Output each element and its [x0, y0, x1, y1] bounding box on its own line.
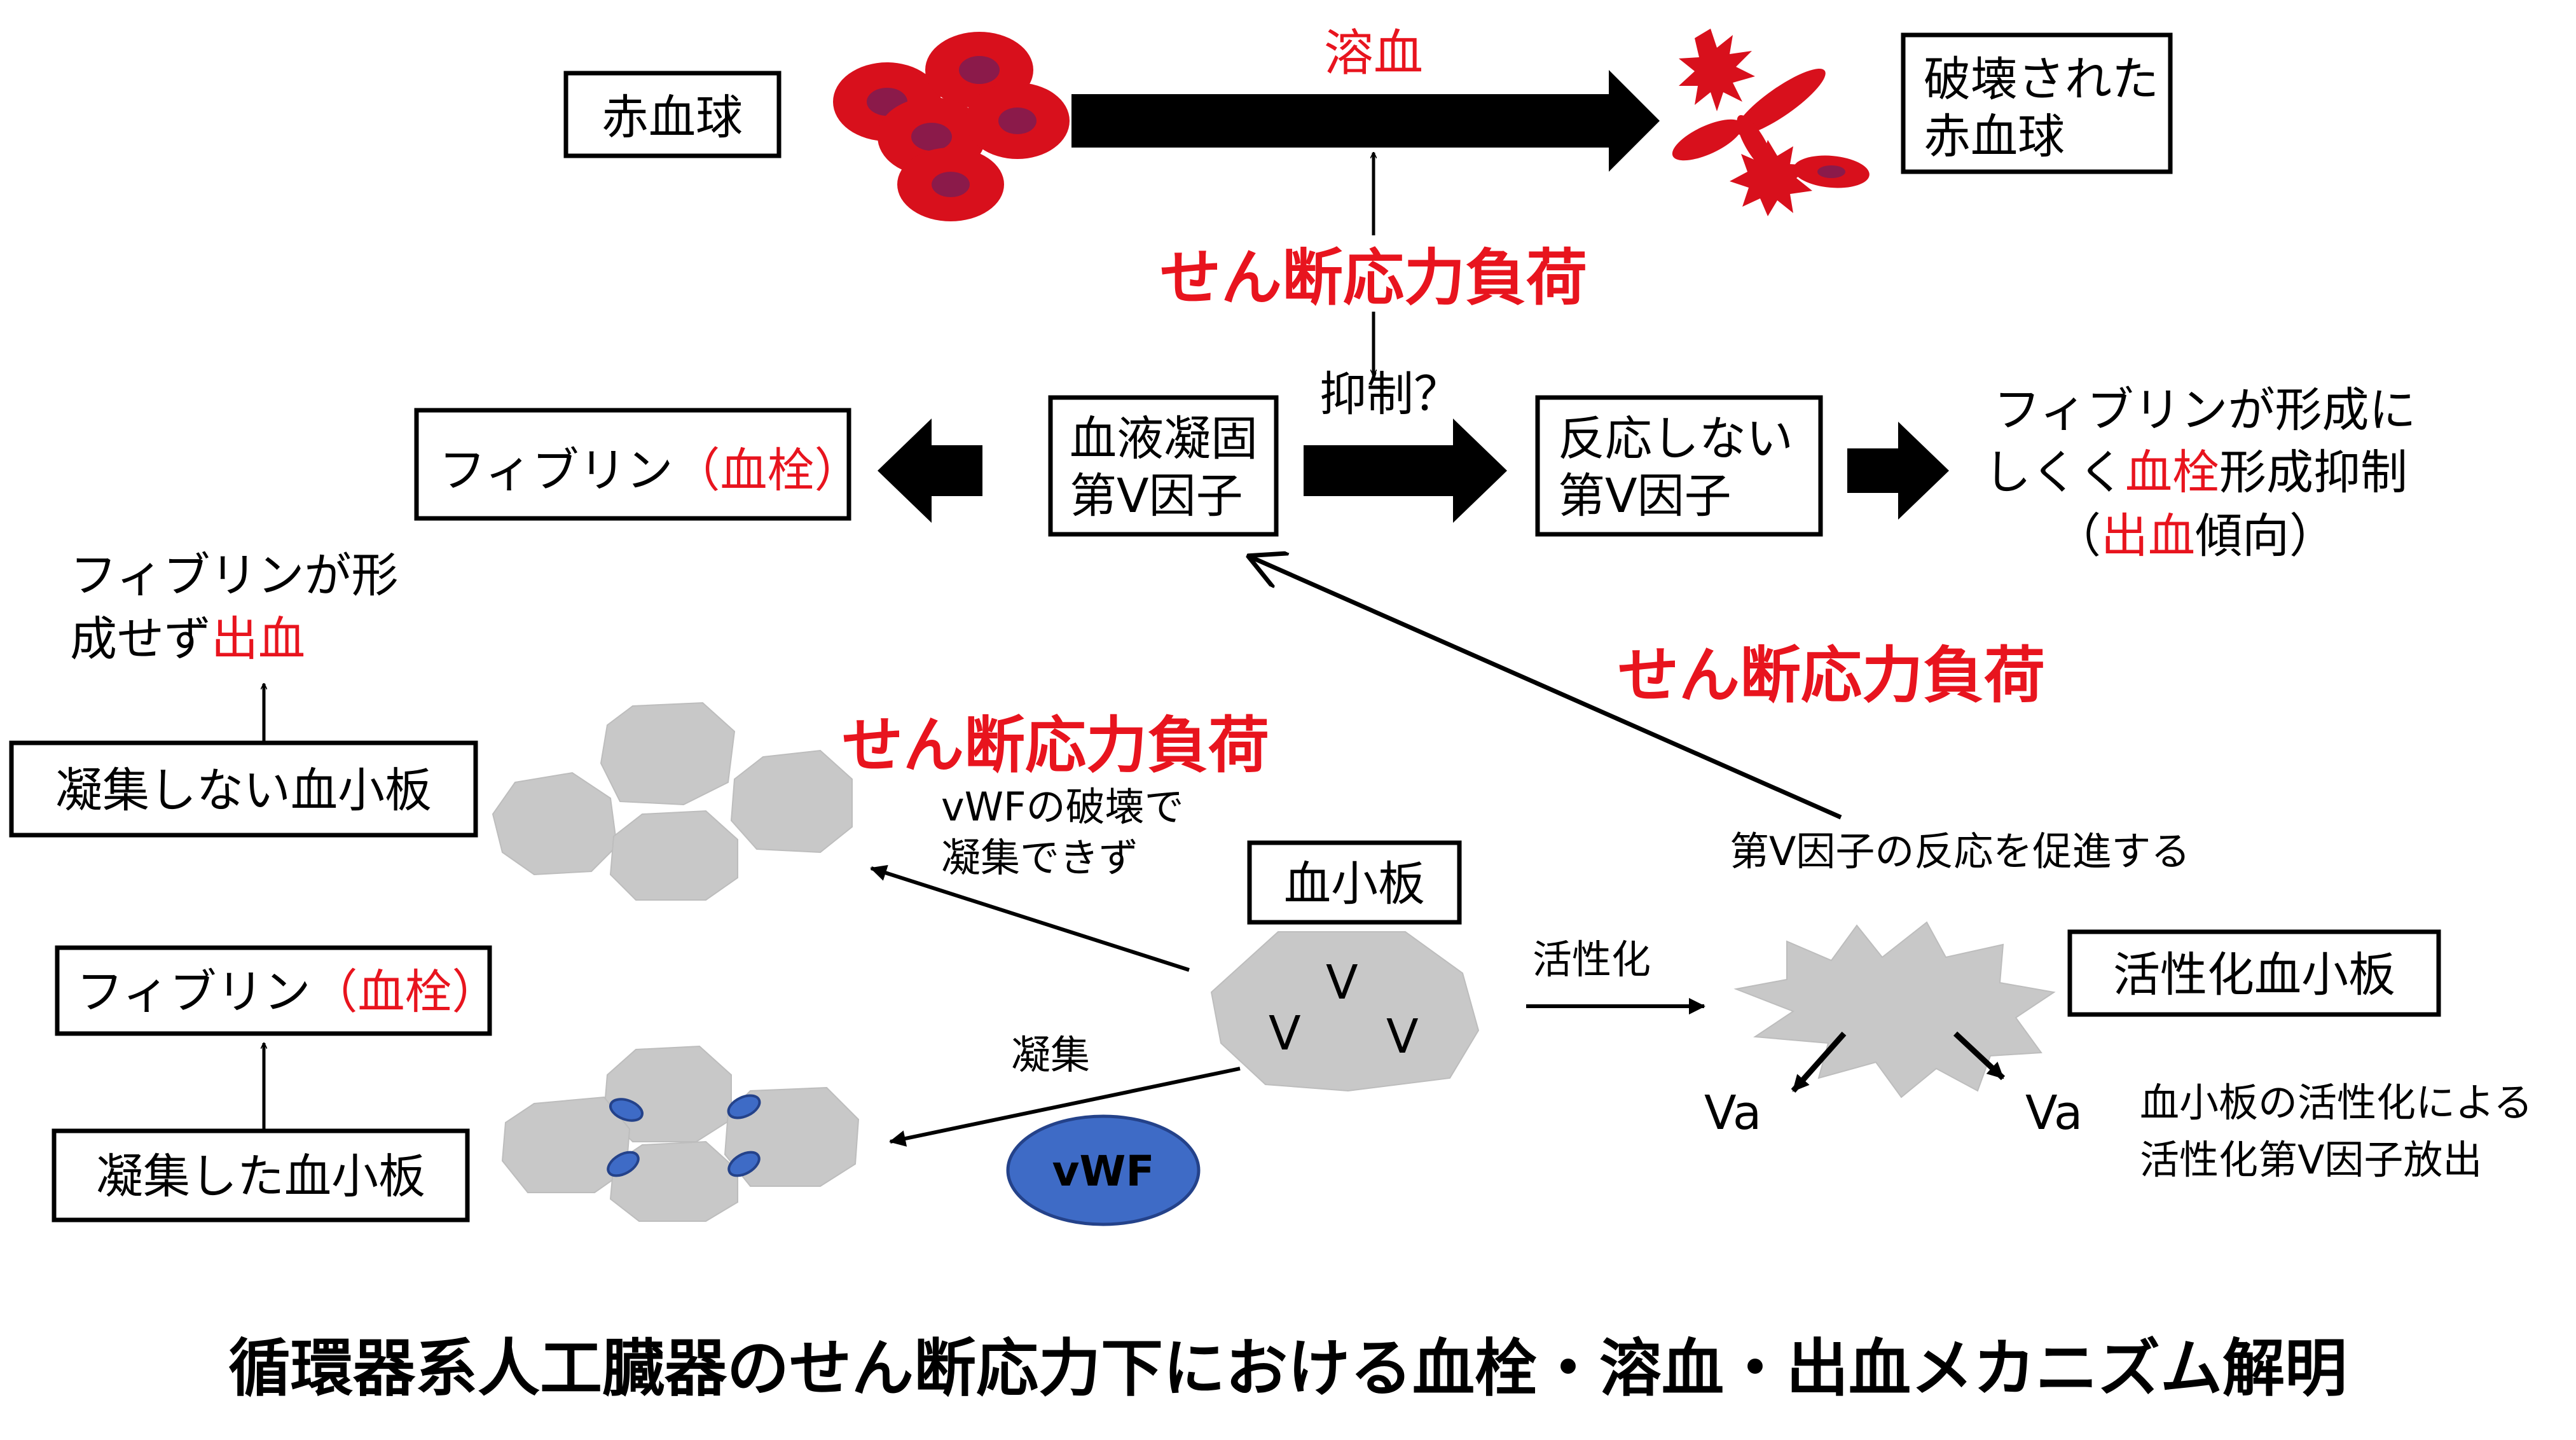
result-text: フィブリンが形成に しくく血栓形成抑制 （出血傾向）	[1984, 383, 2416, 564]
non-aggregated-label: 凝集しない血小板	[55, 763, 432, 818]
vwf-broken-line1: vWFの破壊で	[941, 784, 1184, 830]
activated-platelet-icon	[1733, 921, 2056, 1098]
result-line3: （出血傾向）	[2054, 509, 2336, 564]
nonreactive-to-result-arrow	[1847, 422, 1949, 520]
page-title: 循環器系人工臓器のせん断応力下における血栓・溶血・出血メカニズム解明	[228, 1333, 2347, 1405]
no-fibrin-line2-a: 成せず	[70, 612, 211, 667]
non-aggregated-platelets-icon	[492, 702, 853, 901]
va-left-arrow	[1791, 1032, 1847, 1093]
result-line3-bleeding: 出血	[2101, 509, 2195, 564]
rbc-box: 赤血球	[563, 71, 782, 158]
platelet-v-left: V	[1269, 1006, 1301, 1061]
factor-to-nonreactive-arrow	[1304, 419, 1507, 523]
hemolysis-label: 溶血	[1324, 25, 1423, 82]
inhibition-label: 抑制？	[1319, 367, 1461, 422]
aggregated-platelets-icon	[501, 1045, 860, 1222]
shear-stress-right-label: せん断応力負荷	[1618, 640, 2045, 711]
vwf-ellipse: vWF	[1006, 1114, 1201, 1226]
vwf-broken-line2: 凝集できず	[941, 834, 1138, 881]
activated-platelet-label: 活性化血小板	[2113, 948, 2395, 1002]
release-note-line2: 活性化第V因子放出	[2140, 1137, 2482, 1183]
platelet-v-right: V	[1386, 1009, 1419, 1064]
destroyed-rbc-line2: 赤血球	[1924, 109, 2065, 164]
destroyed-rbc-icon	[1672, 29, 1870, 216]
fibrin-box-top: フィブリン（血栓）	[414, 408, 862, 521]
release-note-line1: 血小板の活性化による	[2140, 1079, 2533, 1126]
va-right-arrow	[1953, 1031, 2006, 1081]
fibrin-top-paren-open: （	[673, 443, 720, 498]
fibrin-bottom-word: フィブリン	[76, 965, 311, 1020]
shear-stress-top-label: せん断応力負荷	[1160, 242, 1587, 314]
no-fibrin-note: フィブリンが形 成せず出血	[70, 548, 399, 667]
platelet-label: 血小板	[1284, 857, 1425, 911]
nonreactive-line1: 反応しない	[1558, 412, 1793, 466]
activation-label: 活性化	[1533, 936, 1651, 983]
no-fibrin-bleeding: 出血	[211, 612, 305, 667]
result-line2: しくく血栓形成抑制	[1984, 445, 2407, 500]
platelet-v-top: V	[1326, 955, 1358, 1010]
red-blood-cells-icon	[833, 32, 1070, 221]
resting-platelet-icon: V V V	[1210, 931, 1480, 1092]
shear-stress-left-label: せん断応力負荷	[842, 710, 1269, 781]
fibrin-bottom-thrombus: 血栓	[358, 965, 452, 1020]
promote-factor-v-arrow	[1250, 557, 1842, 820]
non-aggregated-box: 凝集しない血小板	[9, 740, 478, 838]
va-left-label: Va	[1704, 1086, 1761, 1140]
result-line2-b: 形成抑制	[2219, 445, 2407, 500]
activated-platelet-box: 活性化血小板	[2067, 929, 2441, 1017]
factor-v-line1: 血液凝固	[1070, 412, 1258, 466]
fibrin-top-paren-close: ）	[815, 443, 862, 498]
no-fibrin-line1: フィブリンが形	[70, 548, 399, 603]
fibrin-bottom-text: フィブリン（血栓）	[76, 965, 499, 1020]
fibrin-bottom-paren-open: （	[311, 965, 358, 1020]
result-line2-a: しくく	[1984, 445, 2125, 500]
result-line1: フィブリンが形成に	[1994, 383, 2416, 438]
va-right-label: Va	[2025, 1086, 2083, 1140]
aggregation-label: 凝集	[1011, 1032, 1090, 1078]
platelet-box: 血小板	[1247, 840, 1462, 925]
fibrin-top-thrombus: 血栓	[720, 443, 815, 498]
factor-v-box: 血液凝固 第V因子	[1048, 395, 1279, 537]
nonreactive-factor-v-box: 反応しない 第V因子	[1535, 395, 1823, 537]
destroyed-rbc-box: 破壊された 赤血球	[1901, 32, 2173, 174]
platelet-to-aggregated-arrow	[889, 1067, 1241, 1147]
fibrin-box-bottom: フィブリン（血栓）	[55, 945, 499, 1036]
aggregated-label: 凝集した血小板	[96, 1149, 425, 1204]
factor-to-fibrin-arrow	[878, 419, 982, 523]
result-line2-thrombus: 血栓	[2125, 445, 2219, 500]
result-line3-b: 傾向）	[2195, 509, 2336, 564]
result-line3-a: （	[2054, 509, 2101, 564]
vwf-label: vWF	[1052, 1147, 1155, 1196]
hemolysis-arrow	[1071, 70, 1660, 172]
promote-factor-v-label: 第V因子の反応を促進する	[1730, 828, 2190, 875]
nonreactive-line2: 第V因子	[1558, 469, 1732, 523]
fibrin-top-word: フィブリン	[439, 443, 673, 498]
destroyed-rbc-line1: 破壊された	[1924, 52, 2159, 107]
fibrin-top-text: フィブリン（血栓）	[439, 443, 862, 498]
fibrin-bottom-paren-close: ）	[452, 965, 499, 1020]
platelet-to-non-aggregated-arrow	[870, 864, 1190, 972]
rbc-label: 赤血球	[602, 90, 743, 145]
no-fibrin-line2: 成せず出血	[70, 612, 305, 667]
factor-v-line2: 第V因子	[1070, 469, 1243, 523]
aggregated-box: 凝集した血小板	[52, 1128, 470, 1222]
